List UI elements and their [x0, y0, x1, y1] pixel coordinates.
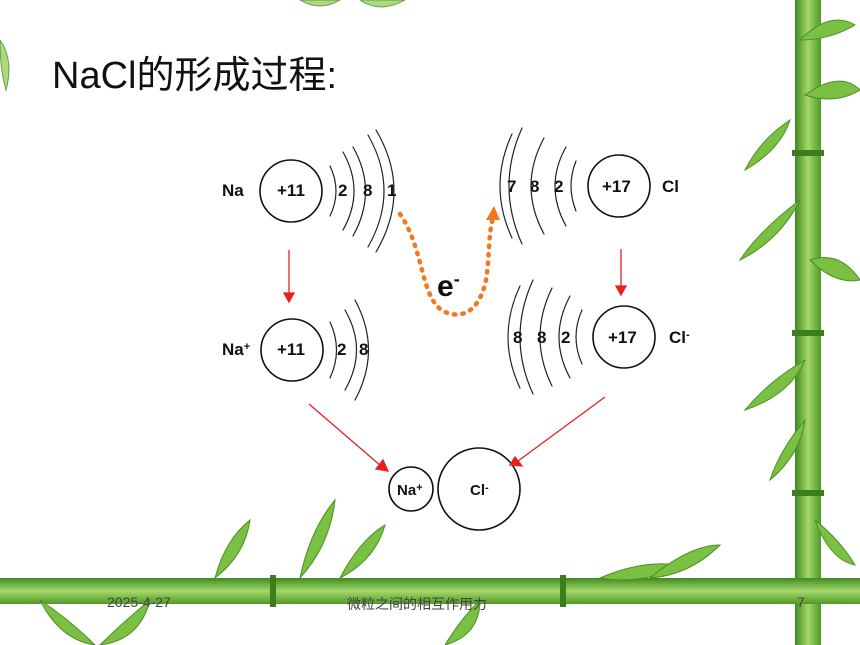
product-cl-circle: [437, 447, 521, 531]
electron-transfer-arrowhead: [486, 206, 500, 220]
product-cation: Na+: [397, 482, 423, 499]
bamboo-stalk-horizontal: [0, 578, 860, 604]
product-na-circle: [388, 466, 434, 512]
na-ion-nucleus: +11: [277, 340, 305, 359]
cl-shell-2: 8: [530, 177, 540, 196]
na-ion-symbol: Na+: [222, 340, 251, 359]
na-atom-nucleus: +11: [277, 181, 305, 200]
na-shell-3: 1: [387, 181, 397, 200]
cl-shell-3: 7: [507, 177, 517, 196]
cl-ion-shell-1: 2: [561, 328, 571, 347]
arrow-cl-ion-to-product: [517, 396, 606, 462]
footer-subject: 微粒之间的相互作用力: [347, 596, 487, 612]
na-ion-shell-1: 2: [337, 340, 347, 359]
cl-ion-symbol: Cl-: [669, 328, 690, 347]
footer-date: 2025-4-27: [107, 594, 171, 610]
arrow-na-ion-to-product: [308, 403, 382, 467]
na-shell-2: 8: [363, 181, 373, 200]
na-atom-nucleus-circle: [259, 159, 323, 223]
na-ion-nucleus-circle: [260, 318, 324, 382]
slide-title: NaCl的形成过程:: [52, 55, 338, 97]
product-anion: Cl-: [470, 482, 489, 499]
cl-shell-1: 2: [554, 177, 564, 196]
bamboo-stalk-vertical: [795, 0, 821, 645]
cl-atom-nucleus: +17: [602, 177, 631, 196]
na-ion-shell-2: 8: [359, 340, 369, 359]
cl-atom-nucleus-circle: [587, 154, 651, 218]
electron-transfer-path: [397, 211, 496, 317]
cl-ion-shell-2: 8: [537, 328, 547, 347]
footer-page-number: 7: [797, 594, 805, 610]
cl-ion-nucleus-circle: [592, 305, 656, 369]
cl-atom-symbol: Cl: [662, 177, 679, 196]
na-atom-symbol: Na: [222, 181, 244, 200]
na-shell-1: 2: [338, 181, 348, 200]
cl-ion-nucleus: +17: [608, 328, 637, 347]
cl-ion-shell-3: 8: [513, 328, 523, 347]
electron-label: e-: [437, 269, 460, 303]
